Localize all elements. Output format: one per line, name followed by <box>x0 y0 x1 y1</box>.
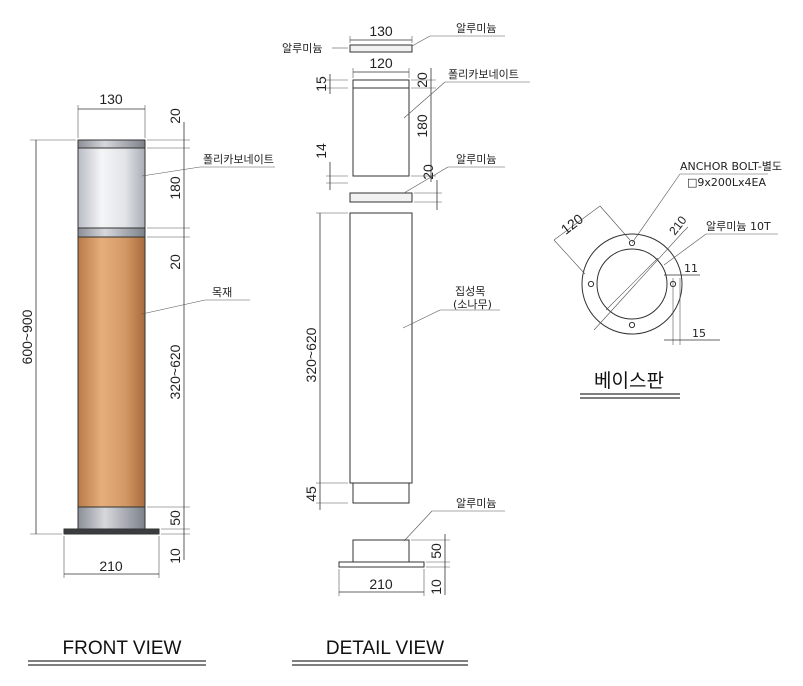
base-material-label: 알루미늄 10T <box>706 219 771 233</box>
detail-lens-top <box>352 79 410 89</box>
detail-cap-height: 20 <box>414 72 430 88</box>
detail-cap-label-left: 알루미늄 <box>282 41 322 55</box>
anchor-bolt-spec: □9x200Lx4EA <box>687 176 766 189</box>
detail-plate-height: 10 <box>428 579 444 595</box>
base-inner-dia: 120 <box>558 210 586 237</box>
front-lens <box>77 147 146 229</box>
detail-body-spigot <box>352 482 410 504</box>
front-width-top: 130 <box>99 91 123 107</box>
detail-view: 130 120 알루미늄 알루미늄 15 20 180 폴리카보네이트 1 <box>282 21 530 666</box>
front-foot <box>77 506 146 530</box>
front-lens-label: 폴리카보네이트 <box>203 153 274 166</box>
detail-cap-width: 130 <box>369 23 393 39</box>
front-body-height: 320~620 <box>167 344 183 399</box>
base-edge-offset: 15 <box>692 327 706 340</box>
front-body-wood <box>77 236 146 508</box>
front-width-base: 210 <box>99 558 123 574</box>
front-cap <box>77 139 146 149</box>
detail-cap <box>349 44 413 53</box>
front-ring-height: 20 <box>167 254 183 270</box>
base-hole-offset: 11 <box>684 262 698 275</box>
detail-lens-label: 폴리카보네이트 <box>448 68 519 81</box>
front-lens-height: 180 <box>167 176 183 200</box>
front-body-label: 목재 <box>212 286 232 299</box>
detail-lens-top-gap: 15 <box>313 76 329 92</box>
front-total-height: 600~900 <box>19 309 35 364</box>
front-view-title: FRONT VIEW <box>63 638 182 659</box>
detail-bottom-gap: 45 <box>303 486 319 502</box>
detail-body-height: 320~620 <box>303 327 319 382</box>
bolt-hole-left <box>587 280 595 288</box>
detail-cap-label: 알루미늄 <box>456 21 496 35</box>
detail-body <box>349 212 413 484</box>
detail-base-foot <box>352 539 410 563</box>
anchor-bolt-label: ANCHOR BOLT-별도 <box>680 160 782 173</box>
detail-base-width: 210 <box>369 576 393 592</box>
front-foot-height: 50 <box>167 510 183 526</box>
base-plate-title: 베이스판 <box>594 370 664 392</box>
detail-ring-height: 20 <box>420 164 436 180</box>
detail-lens-height: 180 <box>414 114 430 138</box>
detail-gap-14: 14 <box>313 143 329 159</box>
front-view: 130 210 600~900 20 180 20 320~620 50 10 … <box>19 91 275 666</box>
front-ring <box>77 227 146 238</box>
detail-lens <box>352 87 410 177</box>
detail-ring <box>349 192 413 203</box>
detail-base-label: 알루미늄 <box>456 496 496 510</box>
base-outer-dia: 210 <box>666 213 690 238</box>
detail-lens-width: 120 <box>369 55 393 71</box>
detail-view-title: DETAIL VIEW <box>326 638 444 659</box>
bolt-hole-bottom <box>628 321 636 329</box>
detail-ring-label: 알루미늄 <box>456 152 496 166</box>
front-base-height: 10 <box>167 548 183 564</box>
detail-base-plate <box>338 561 425 568</box>
detail-base-height: 50 <box>428 543 444 559</box>
front-cap-height: 20 <box>167 108 183 124</box>
front-base-plate <box>63 528 160 535</box>
detail-body-label-1: 집성목 <box>455 285 485 298</box>
base-plate-view: 210 120 ANCHOR BOLT-별도 □9x200Lx4EA 알루미늄 … <box>553 160 782 399</box>
detail-body-label-2: (소나무) <box>453 298 492 311</box>
